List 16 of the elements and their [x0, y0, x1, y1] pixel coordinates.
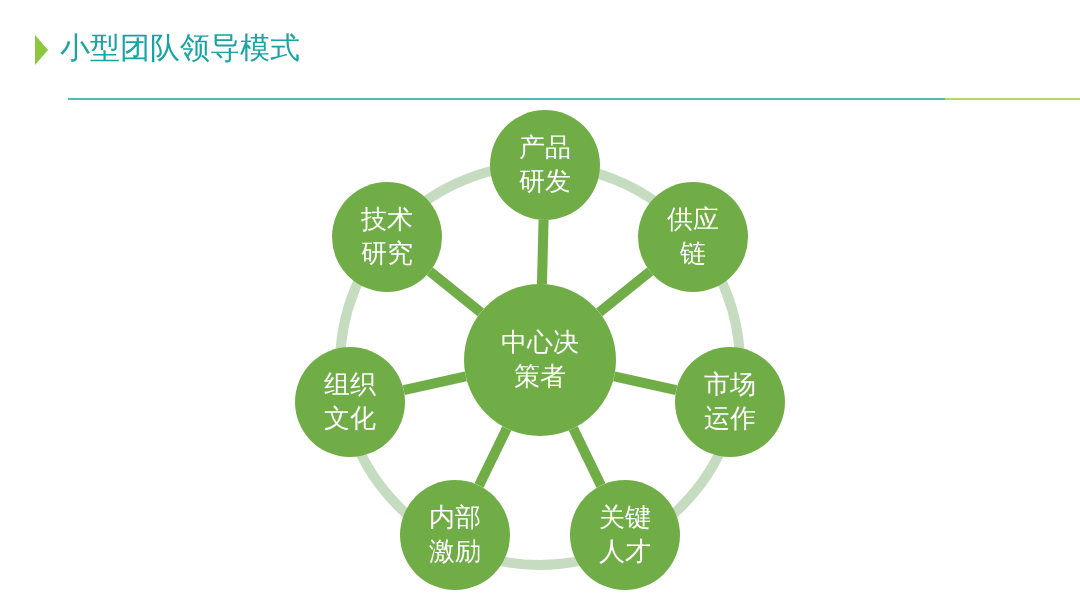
connector-line: [426, 267, 484, 317]
node-label: 中心决策者: [501, 326, 579, 393]
connector-line: [568, 426, 606, 488]
node-label: 内部激励: [429, 501, 481, 568]
node-label: 市场运作: [704, 368, 756, 435]
slide-title: 小型团队领导模式: [60, 29, 300, 67]
connector-line: [613, 371, 678, 395]
connector-line: [536, 219, 549, 285]
node-label: 供应链: [667, 203, 719, 270]
node-label: 技术研究: [361, 203, 413, 270]
connector-line: [474, 426, 512, 488]
node-label: 组织文化: [324, 368, 376, 435]
connector-line: [596, 267, 654, 317]
node-label: 关键人才: [599, 501, 651, 568]
connector-line: [402, 371, 467, 395]
node-label: 产品研发: [519, 131, 571, 198]
